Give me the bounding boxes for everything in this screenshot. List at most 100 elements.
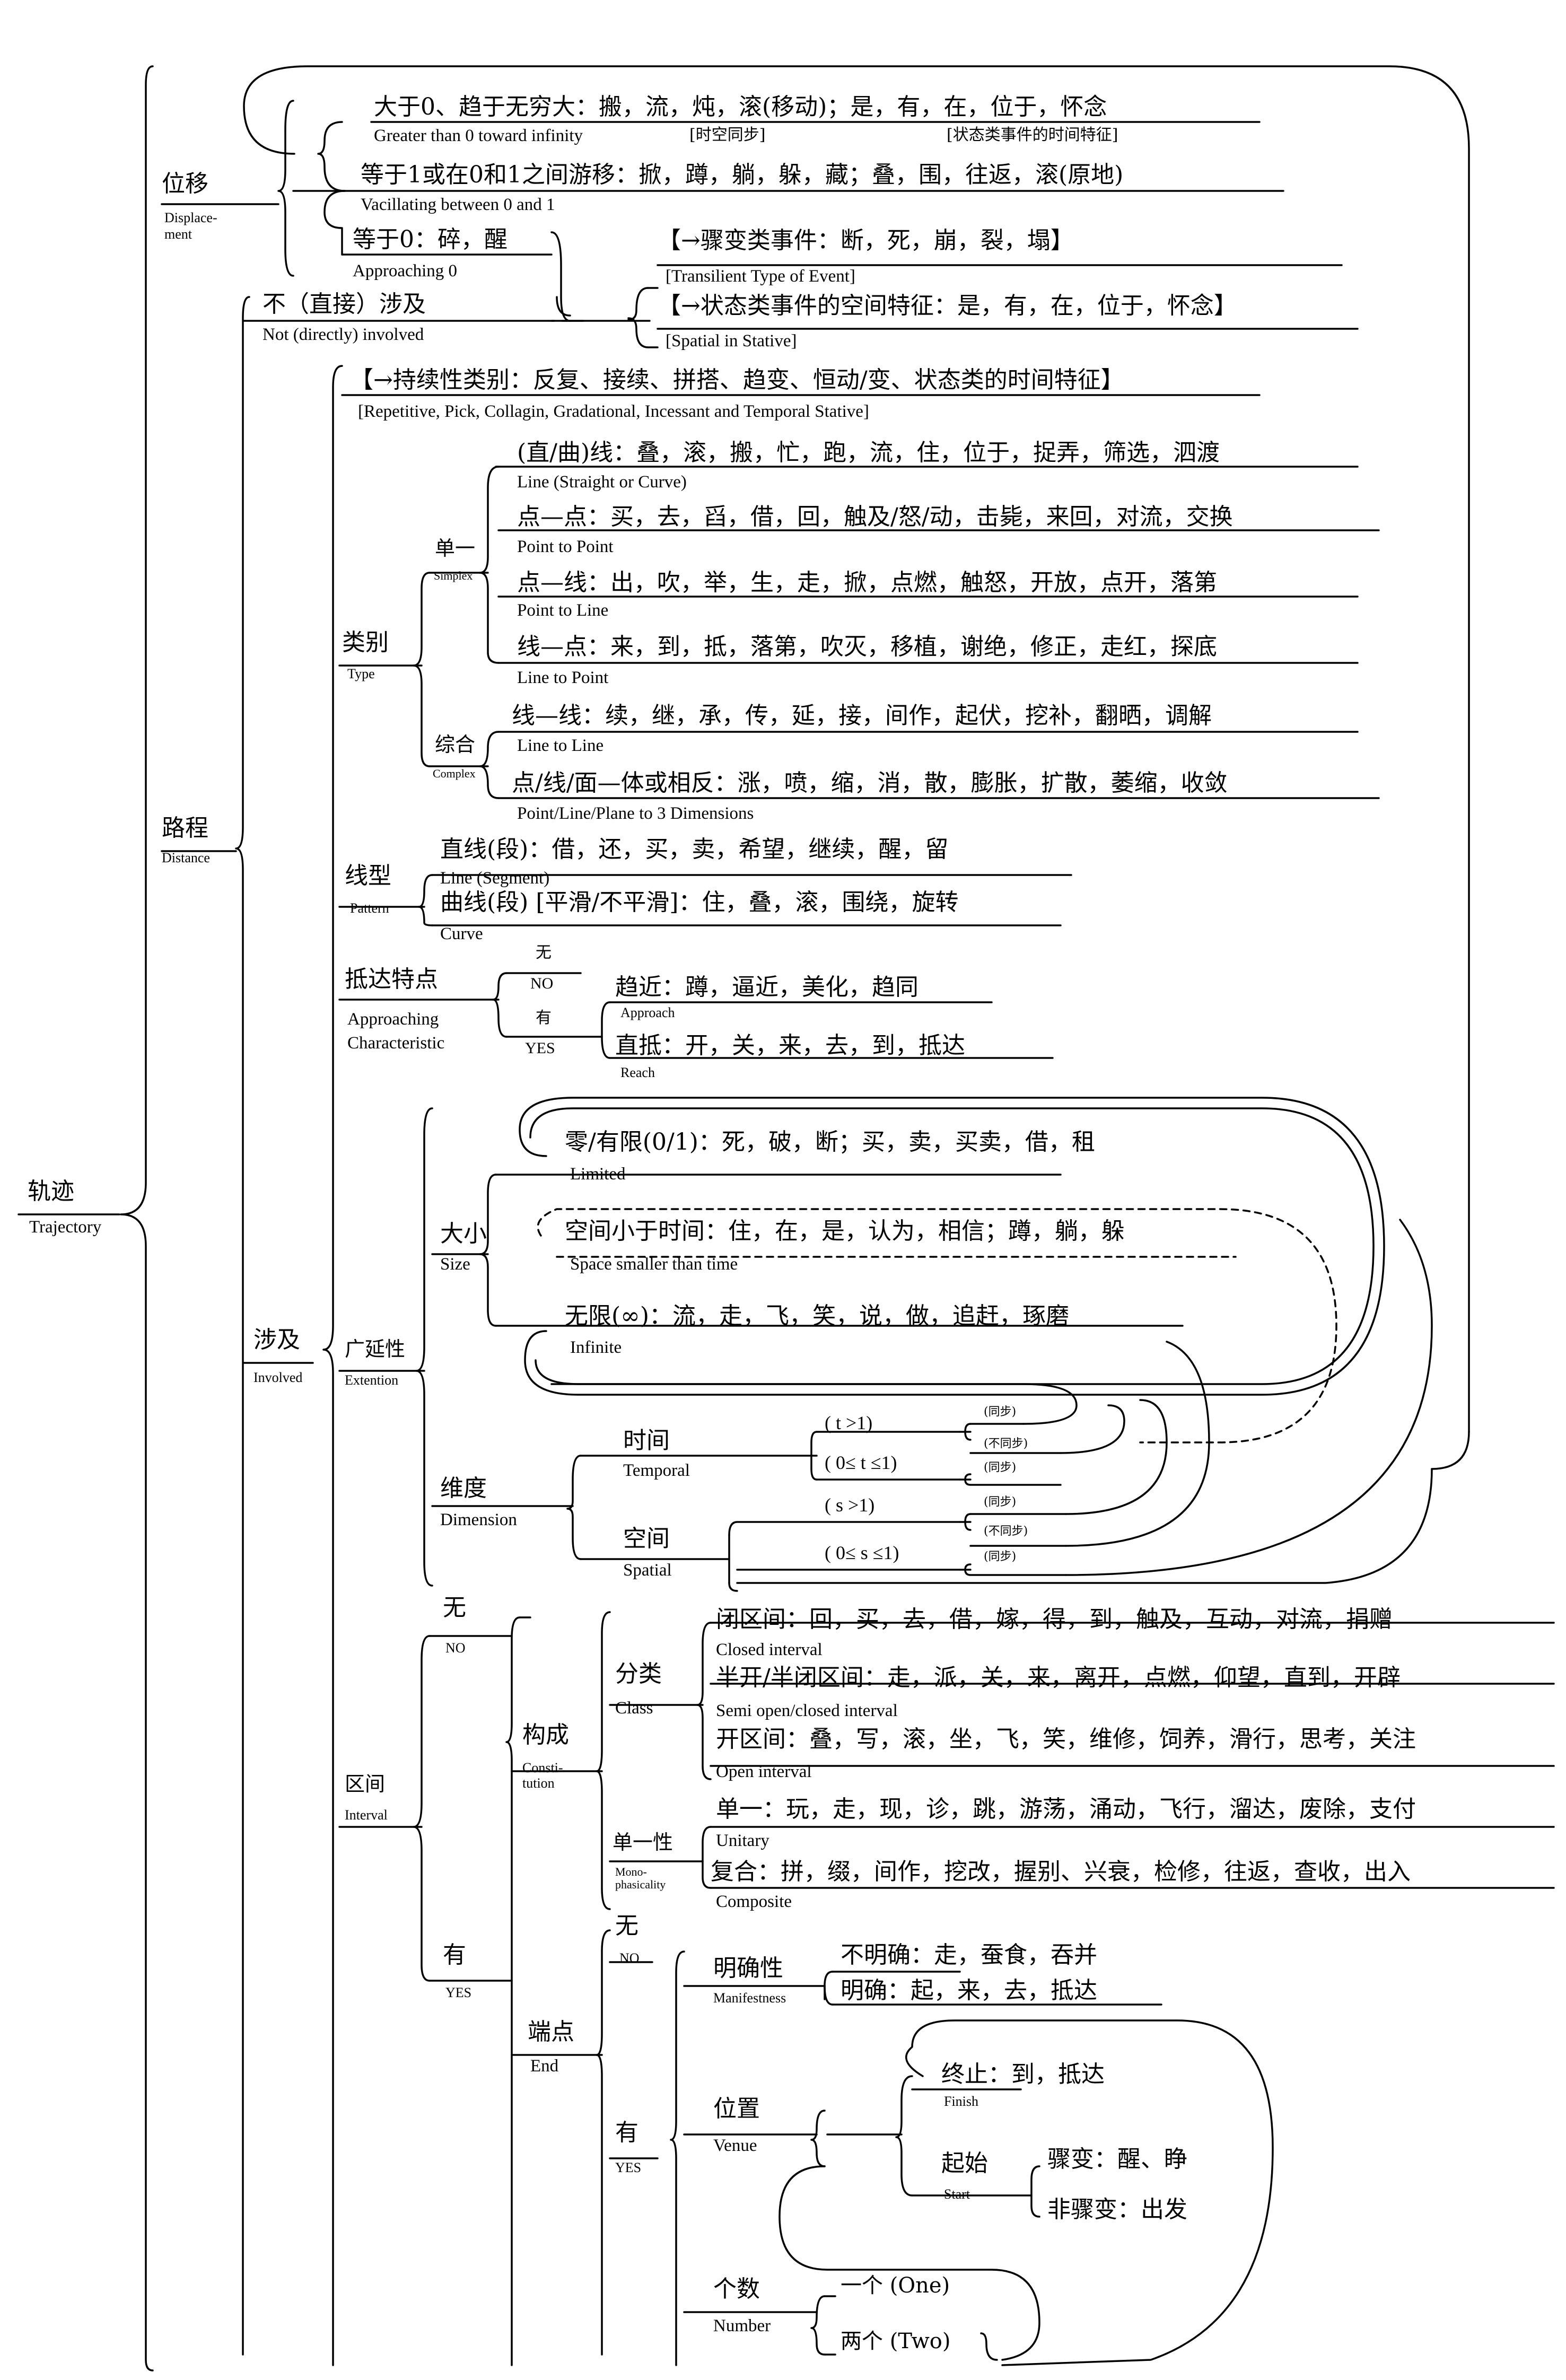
approach-label-en: Approaching Characteristic	[347, 1010, 445, 1053]
not-involved-en: Not (directly) involved	[263, 325, 424, 344]
type-row-text: 线—点：来，到，抵，落第，吹灭，移植，谢绝，修正，走红，探底	[517, 633, 1217, 660]
mono-row-text: 单一：玩，走，现，诊，跳，游荡，涌动，飞行，溜达，废除，支付	[716, 1796, 1416, 1823]
mono-label-en: Mono- phasicality	[615, 1865, 666, 1892]
complex-label-en: Complex	[433, 767, 476, 780]
end-yes-zh: 有	[615, 2119, 638, 2146]
sync-label: (同步)	[984, 1461, 1017, 1474]
nonsudden-text: 非骤变：出发	[1047, 2196, 1187, 2223]
manifest-clear: 明确：起，来，去，抵达	[841, 1977, 1097, 2004]
displacement-row1-note2: [状态类事件的时间特征]	[947, 126, 1118, 144]
size-label-zh: 大小	[440, 1220, 487, 1247]
transilient-en: [Transilient Type of Event]	[666, 267, 855, 286]
durative-en: [Repetitive, Pick, Collagin, Gradational…	[358, 402, 869, 421]
end-yes-en: YES	[615, 2160, 642, 2175]
extension-label-en: Extention	[345, 1372, 399, 1388]
manifest-label-en: Manifestness	[713, 1990, 786, 2006]
pattern-row-text: 直线(段)：借，还，买，卖，希望，继续，醒，留	[440, 836, 949, 863]
class-row-text: 开区间：叠，写，滚，坐，飞，笑，维修，饲养，滑行，思考，关注	[716, 1726, 1416, 1753]
extension-label-zh: 广延性	[345, 1337, 406, 1361]
displacement-row1-note1: [时空同步]	[689, 126, 766, 144]
type-row-text: 点—点：买，去，舀，借，回，触及/怒/动，击毙，来回，对流，交换	[517, 503, 1233, 530]
approach-yes-zh: 有	[536, 1009, 552, 1027]
venue-label-zh: 位置	[713, 2095, 760, 2122]
interval-no-zh: 无	[443, 1594, 466, 1621]
end-no-zh: 无	[615, 1912, 638, 1939]
simplex-label-zh: 单一	[435, 537, 476, 560]
size-row-text: 无限(∞)：流，走，飞，笑，说，做，追赶，琢磨	[565, 1302, 1069, 1329]
pattern-row-en: Line (Segment)	[440, 869, 550, 888]
displacement-row1-text: 大于0、趋于无穷大：搬，流，炖，滚(移动)；是，有，在，位于，怀念	[374, 93, 1107, 120]
displacement-row2-en: Vacillating between 0 and 1	[361, 195, 555, 214]
class-row-text: 半开/半闭区间：走，派，关，来，离开，点燃，仰望，直到，开辟	[716, 1664, 1401, 1691]
involved-label-zh: 涉及	[253, 1326, 300, 1353]
start-label-en: Start	[944, 2186, 970, 2202]
type-row-en: Point/Line/Plane to 3 Dimensions	[517, 804, 754, 823]
dimension-label-en: Dimension	[440, 1510, 517, 1529]
approach-row-en: Reach	[620, 1065, 655, 1080]
interval-label-zh: 区间	[345, 1772, 386, 1796]
displacement-row3-en: Approaching 0	[353, 261, 458, 281]
interval-yes-zh: 有	[443, 1941, 466, 1968]
type-row-en: Point to Line	[517, 601, 609, 620]
spatial-r1: ( s >1)	[825, 1494, 875, 1516]
complex-label-zh: 综合	[435, 733, 476, 756]
mono-label-zh: 单一性	[613, 1831, 673, 1854]
pattern-row-text: 曲线(段) [平滑/不平滑]：住，叠，滚，围绕，旋转	[440, 889, 959, 916]
manifest-unclear: 不明确：走，蚕食，吞并	[841, 1941, 1097, 1968]
class-row-en: Open interval	[716, 1762, 812, 1781]
class-row-text: 闭区间：回，买，去，借，嫁，得，到，触及，互动，对流，捐赠	[716, 1606, 1393, 1633]
pattern-label-zh: 线型	[345, 862, 391, 889]
async-label: (不同步)	[984, 1437, 1028, 1450]
end-label-zh: 端点	[528, 2018, 574, 2045]
size-row-text: 空间小于时间：住，在，是，认为，相信；蹲，躺，躲	[565, 1218, 1125, 1245]
pattern-row-en: Curve	[440, 924, 483, 943]
type-row-text: 点—线：出，吹，举，生，走，掀，点燃，触怒，开放，点开，落第	[517, 569, 1217, 596]
approach-label-zh: 抵达特点	[345, 966, 438, 993]
size-row-en: Infinite	[570, 1338, 622, 1357]
type-row-en: Line (Straight or Curve)	[517, 472, 687, 492]
approach-row-en: Approach	[620, 1005, 675, 1020]
mono-row-text: 复合：拼，缀，间作，挖改，握别、兴衰，检修，往返，查收，出入	[711, 1858, 1411, 1885]
end-no-en: NO	[619, 1950, 640, 1966]
size-row-en: Space smaller than time	[570, 1255, 738, 1274]
sync-label: (同步)	[984, 1495, 1017, 1509]
transilient-text: 【→骤变类事件：断，死，崩，裂，塌】	[658, 227, 1074, 254]
approach-row-text: 直抵：开，关，来，去，到，抵达	[615, 1032, 965, 1059]
temporal-label-zh: 时间	[623, 1427, 670, 1454]
distance-label-zh: 路程	[162, 815, 208, 842]
temporal-r2: ( 0≤ t ≤1)	[825, 1452, 897, 1473]
approach-row-text: 趋近：蹲，逼近，美化，趋同	[615, 974, 918, 1001]
class-label-zh: 分类	[615, 1660, 662, 1687]
approach-yes-en: YES	[525, 1039, 555, 1057]
size-row-en: Limited	[570, 1165, 626, 1184]
type-row-text: 线—线：续，继，承，传，延，接，间作，起伏，挖补，翻晒，调解	[512, 702, 1212, 729]
dimension-label-zh: 维度	[440, 1475, 487, 1502]
type-label-en: Type	[347, 666, 375, 681]
type-label-zh: 类别	[342, 629, 389, 656]
simplex-label-en: Simplex	[434, 569, 473, 582]
pattern-label-en: Pattern	[350, 900, 389, 916]
class-row-en: Closed interval	[716, 1640, 823, 1659]
sudden-text: 骤变：醒、睁	[1047, 2146, 1187, 2173]
spatial-stative-en: [Spatial in Stative]	[666, 331, 797, 351]
async-label: (不同步)	[984, 1525, 1028, 1538]
approach-no-en: NO	[530, 975, 554, 992]
displacement-row2-text: 等于1或在0和1之间游移：掀，蹲，躺，躲，藏；叠，围，往返，滚(原地)	[361, 161, 1124, 188]
approach-no-zh: 无	[536, 943, 552, 962]
interval-no-en: NO	[445, 1640, 466, 1656]
type-row-text: 点/线/面—体或相反：涨，喷，缩，消，散，膨胀，扩散，萎缩，收敛	[512, 769, 1228, 797]
number-one: 一个 (One)	[841, 2273, 950, 2298]
constitution-label-en: Consti- tution	[522, 1760, 563, 1791]
displacement-label-en: Displace- ment	[164, 210, 217, 242]
constitution-label-zh: 构成	[522, 1721, 569, 1748]
spatial-r2: ( 0≤ s ≤1)	[825, 1542, 899, 1563]
manifest-label-zh: 明确性	[713, 1955, 783, 1982]
spatial-stative-text: 【→状态类事件的空间特征：是，有，在，位于，怀念】	[658, 292, 1237, 319]
size-label-en: Size	[440, 1255, 470, 1274]
type-row-en: Point to Point	[517, 537, 614, 556]
displacement-row1-en: Greater than 0 toward infinity	[374, 126, 583, 145]
not-involved-zh: 不（直接）涉及	[263, 291, 426, 318]
spatial-label-zh: 空间	[623, 1525, 670, 1552]
